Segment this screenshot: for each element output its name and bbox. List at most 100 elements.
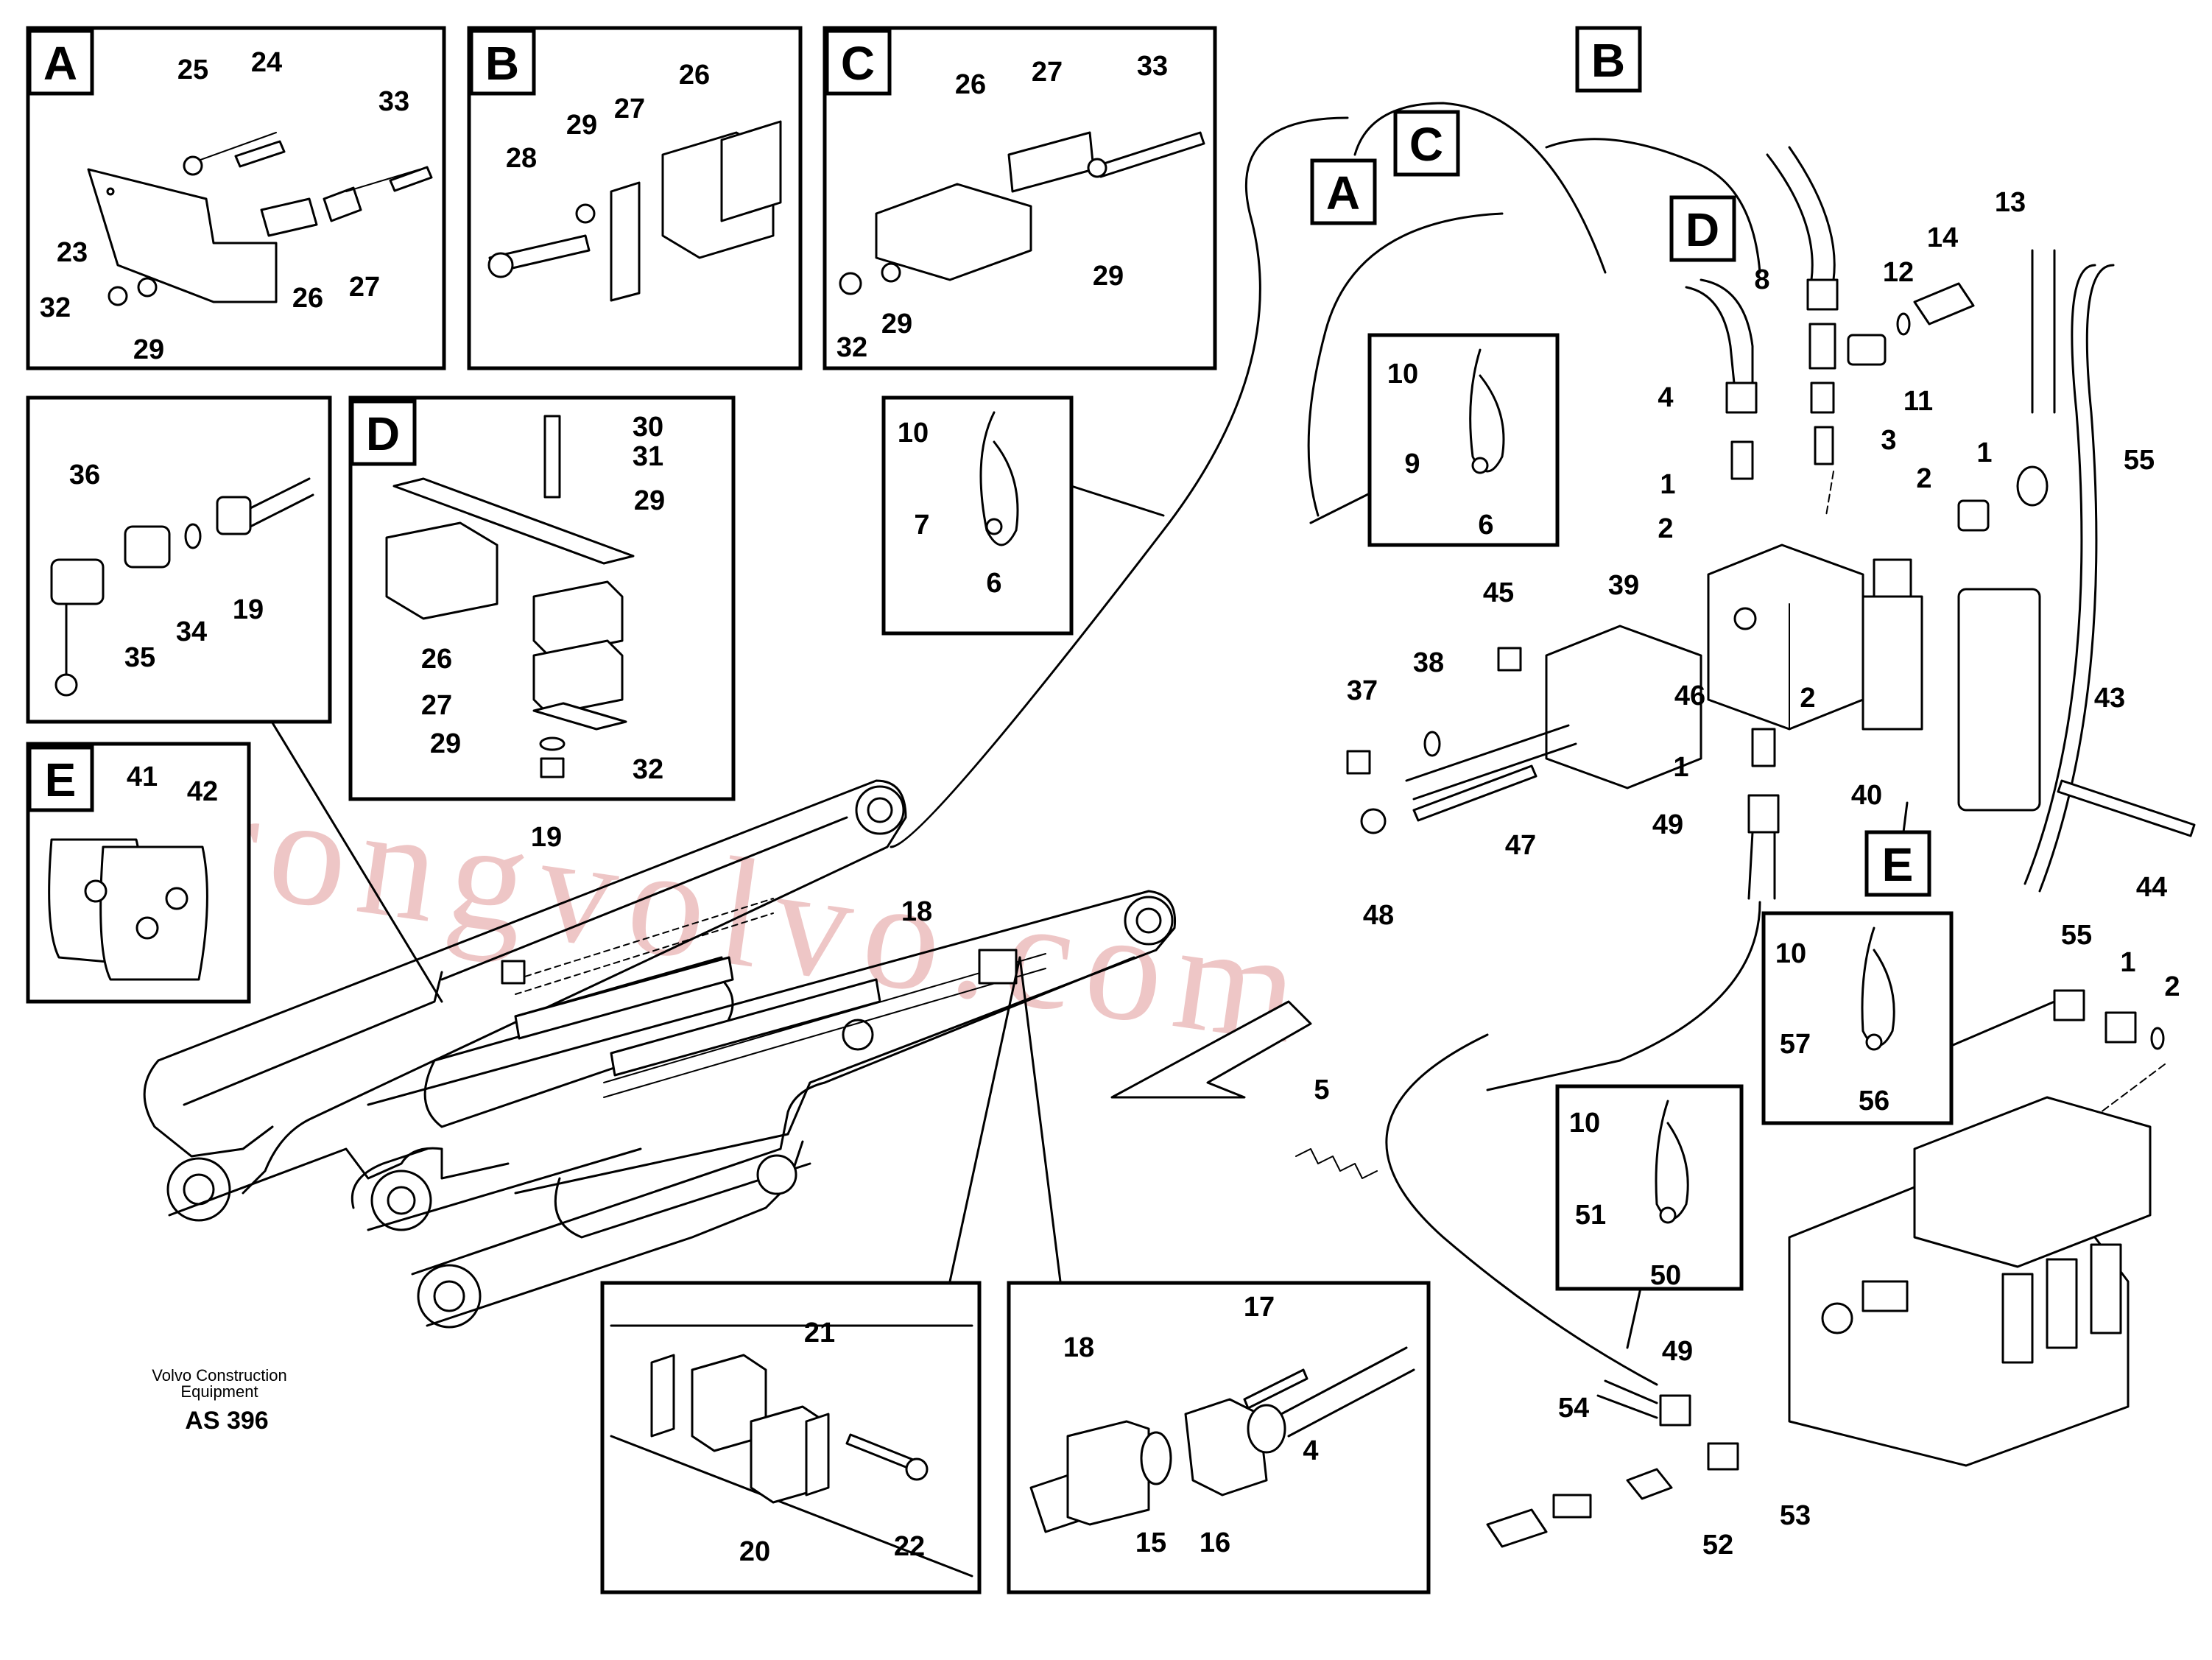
callout-29: 29: [1093, 261, 1124, 292]
detail-tag-d-hose: D: [1669, 195, 1736, 262]
callout-57: 57: [1780, 1029, 1811, 1060]
callout-8: 8: [1754, 264, 1769, 295]
callout-19: 19: [531, 822, 562, 853]
svg-text:B: B: [485, 37, 519, 90]
caption-line-2: Equipment: [180, 1382, 258, 1401]
callout-13: 13: [1995, 187, 2026, 218]
callout-56: 56: [1859, 1086, 1889, 1116]
callout-35: 35: [124, 642, 155, 673]
detail-tag-b-panel: B: [469, 29, 536, 96]
valve-block-assembly: [1346, 146, 2196, 1548]
callout-2: 2: [2164, 971, 2180, 1002]
callout-52: 52: [1702, 1530, 1733, 1561]
svg-text:D: D: [1686, 203, 1719, 256]
callout-18: 18: [1063, 1332, 1094, 1363]
callout-1: 1: [1673, 752, 1688, 783]
callout-48: 48: [1363, 900, 1394, 931]
callout-31: 31: [633, 441, 663, 472]
callout-14: 14: [1927, 222, 1958, 253]
callout-50: 50: [1650, 1260, 1681, 1291]
detail-tag-b-hose: B: [1575, 26, 1642, 93]
diagram-caption: Volvo Construction Equipment AS 396: [152, 1366, 286, 1435]
cable-tie-panel-2: [1367, 333, 1560, 547]
callout-16: 16: [1200, 1527, 1230, 1558]
cable-tie-panel-1: [881, 395, 1074, 636]
callout-21: 21: [804, 1318, 835, 1348]
callout-32: 32: [836, 332, 867, 363]
detail-tag-d-panel: D: [350, 399, 417, 466]
callout-36: 36: [69, 460, 100, 490]
callout-39: 39: [1608, 570, 1639, 601]
callout-45: 45: [1483, 577, 1514, 608]
callout-18: 18: [901, 896, 932, 927]
svg-text:C: C: [841, 37, 875, 90]
callout-55: 55: [2124, 445, 2155, 476]
callout-47: 47: [1505, 830, 1536, 861]
callout-17: 17: [1244, 1292, 1275, 1323]
callout-49: 49: [1662, 1336, 1693, 1367]
detail-panel-pipe-fitting: [26, 395, 332, 724]
callout-6: 6: [1478, 510, 1493, 541]
callout-10: 10: [898, 418, 929, 449]
callout-33: 33: [1137, 51, 1168, 82]
detail-tag-e-valve: E: [1864, 830, 1931, 897]
callout-4: 4: [1658, 382, 1673, 413]
callout-55: 55: [2061, 920, 2092, 951]
detail-tag-c-panel: C: [825, 29, 892, 96]
callout-22: 22: [894, 1531, 925, 1562]
svg-text:A: A: [1326, 166, 1360, 219]
callout-29: 29: [133, 334, 164, 365]
detail-tag-c-hose: C: [1393, 110, 1460, 177]
callout-27: 27: [421, 690, 452, 721]
callout-1: 1: [2120, 947, 2135, 978]
detail-tag-e-panel: E: [27, 745, 94, 812]
part-number-callouts: 25 24 33 23 26 27 32 29 26 27 29 28 26 2…: [40, 47, 2180, 1567]
callout-46: 46: [1674, 680, 1705, 711]
caption-line-1: Volvo Construction: [152, 1366, 286, 1385]
cable-tie-panel-3: [1761, 911, 1954, 1125]
detail-panel-a: [26, 26, 446, 370]
callout-19: 19: [233, 594, 264, 625]
detail-tag-a-hose: A: [1310, 158, 1377, 225]
callout-23: 23: [57, 237, 88, 268]
callout-11: 11: [1903, 386, 1933, 417]
callout-24: 24: [251, 47, 282, 78]
callout-7: 7: [914, 510, 929, 541]
callout-26: 26: [421, 644, 452, 675]
callout-29: 29: [634, 485, 665, 516]
callout-12: 12: [1883, 257, 1914, 288]
callout-42: 42: [187, 776, 218, 807]
callout-6: 6: [986, 568, 1001, 599]
callout-10: 10: [1569, 1108, 1600, 1139]
boom-arm-assembly: [143, 779, 1378, 1329]
callout-30: 30: [633, 412, 663, 443]
svg-text:A: A: [43, 37, 77, 90]
callout-26: 26: [679, 60, 710, 91]
callout-2: 2: [1916, 463, 1931, 494]
callout-49: 49: [1652, 809, 1683, 840]
callout-53: 53: [1780, 1500, 1811, 1531]
callout-51: 51: [1575, 1200, 1606, 1231]
callout-3: 3: [1881, 425, 1896, 456]
callout-27: 27: [349, 272, 380, 303]
callout-44: 44: [2136, 872, 2167, 903]
callout-2: 2: [1658, 513, 1673, 544]
leader-lines: [264, 102, 2115, 1386]
callout-9: 9: [1404, 449, 1420, 479]
callout-28: 28: [506, 143, 537, 174]
svg-text:D: D: [366, 407, 400, 460]
svg-text:C: C: [1409, 118, 1443, 171]
callout-29: 29: [430, 728, 461, 759]
callout-37: 37: [1347, 675, 1378, 706]
callout-29: 29: [881, 309, 912, 340]
detail-panel-flange-15-18: [1007, 1281, 1431, 1594]
callout-41: 41: [127, 762, 158, 792]
callout-38: 38: [1413, 647, 1444, 678]
callout-20: 20: [739, 1536, 770, 1567]
callout-27: 27: [614, 94, 645, 124]
callout-43: 43: [2094, 683, 2125, 714]
cable-tie-panel-4: [1555, 1084, 1744, 1291]
callout-27: 27: [1032, 57, 1063, 88]
